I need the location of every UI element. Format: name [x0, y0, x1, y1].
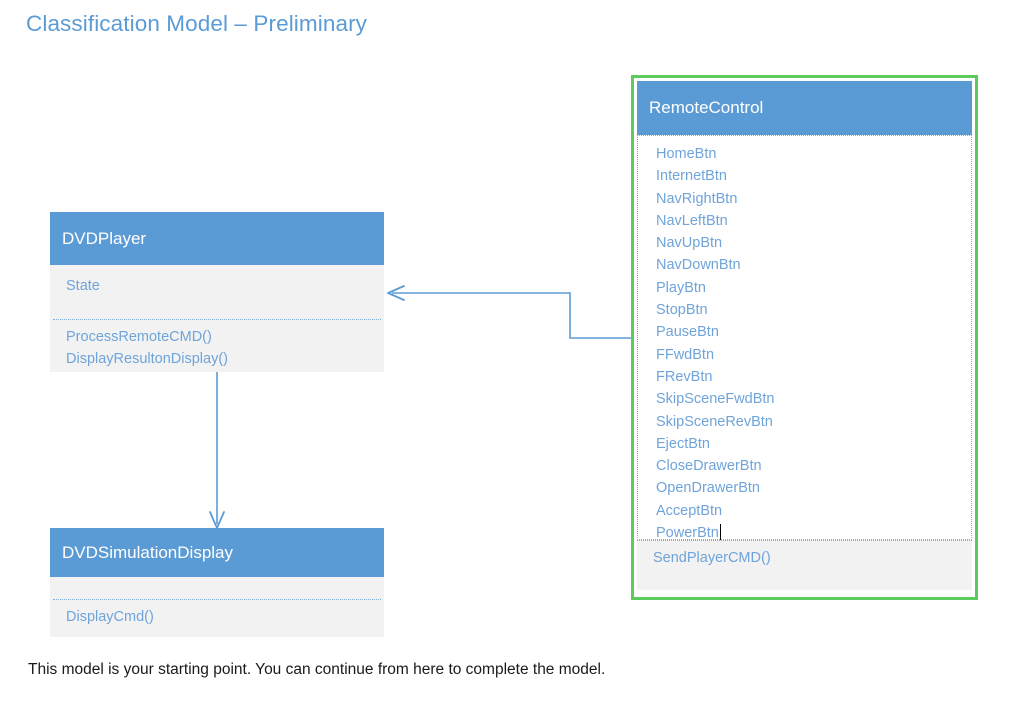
- class-header-dvdplayer[interactable]: DVDPlayer: [50, 212, 384, 265]
- connector-remotecontrol-to-dvdplayer[interactable]: [387, 285, 631, 339]
- class-body-dvdplayer: State ProcessRemoteCMD() DisplayResulton…: [50, 265, 384, 372]
- attribute-item-label: PowerBtn: [656, 525, 719, 542]
- connector-dvdplayer-to-dvdsimulationdisplay[interactable]: [209, 372, 225, 529]
- attribute-item[interactable]: InternetBtn: [656, 168, 727, 185]
- attribute-item[interactable]: NavLeftBtn: [656, 212, 728, 229]
- attribute-item[interactable]: NavRightBtn: [656, 190, 738, 207]
- attribute-item[interactable]: CloseDrawerBtn: [656, 458, 762, 475]
- attribute-item[interactable]: EjectBtn: [656, 435, 710, 452]
- class-body-dvdsimulationdisplay: DisplayCmd(): [50, 577, 384, 637]
- compartment-divider: [53, 599, 381, 600]
- attribute-compartment-dvdplayer[interactable]: State: [50, 265, 384, 319]
- attribute-item[interactable]: NavUpBtn: [656, 235, 723, 252]
- attribute-item[interactable]: OpenDrawerBtn: [656, 480, 760, 497]
- attribute-item[interactable]: NavDownBtn: [656, 257, 741, 274]
- text-cursor-caret: [719, 524, 721, 541]
- attribute-item[interactable]: PauseBtn: [656, 324, 719, 341]
- attribute-item[interactable]: State: [66, 278, 100, 294]
- class-header-dvdsimulationdisplay[interactable]: DVDSimulationDisplay: [50, 528, 384, 577]
- attribute-item-active[interactable]: PowerBtn: [656, 522, 971, 544]
- attribute-item[interactable]: StopBtn: [656, 302, 708, 319]
- class-box-remotecontrol[interactable]: RemoteControl HomeBtn InternetBtn NavRig…: [631, 75, 978, 600]
- attribute-item[interactable]: HomeBtn: [656, 146, 717, 162]
- slide-caption: This model is your starting point. You c…: [28, 661, 606, 678]
- operation-compartment-dvdsimulationdisplay[interactable]: DisplayCmd(): [50, 600, 384, 636]
- class-box-dvdplayer[interactable]: DVDPlayer State ProcessRemoteCMD() Displ…: [50, 212, 384, 372]
- page-title: Classification Model – Preliminary: [26, 11, 368, 36]
- operation-item[interactable]: DisplayCmd(): [66, 609, 154, 625]
- attribute-compartment-dvdsimulationdisplay[interactable]: [50, 577, 384, 599]
- operation-item[interactable]: ProcessRemoteCMD(): [66, 329, 212, 345]
- class-header-remotecontrol[interactable]: RemoteControl: [637, 81, 972, 135]
- attribute-item[interactable]: PlayBtn: [656, 279, 706, 296]
- attribute-item[interactable]: SkipSceneFwdBtn: [656, 391, 775, 408]
- class-box-dvdsimulationdisplay[interactable]: DVDSimulationDisplay DisplayCmd(): [50, 528, 384, 637]
- attribute-item[interactable]: SkipSceneRevBtn: [656, 413, 773, 430]
- operation-item[interactable]: SendPlayerCMD(): [653, 550, 771, 566]
- operation-compartment-dvdplayer[interactable]: ProcessRemoteCMD() DisplayResultonDispla…: [50, 320, 384, 379]
- attribute-item[interactable]: AcceptBtn: [656, 502, 723, 519]
- attribute-item[interactable]: FRevBtn: [656, 368, 713, 385]
- attribute-item[interactable]: FFwdBtn: [656, 346, 715, 363]
- compartment-divider: [53, 319, 381, 320]
- attribute-compartment-remotecontrol-editing[interactable]: HomeBtn InternetBtn NavRightBtn NavLeftB…: [637, 135, 972, 541]
- operation-compartment-remotecontrol[interactable]: SendPlayerCMD(): [637, 540, 972, 590]
- operation-item[interactable]: DisplayResultonDisplay(): [66, 351, 228, 368]
